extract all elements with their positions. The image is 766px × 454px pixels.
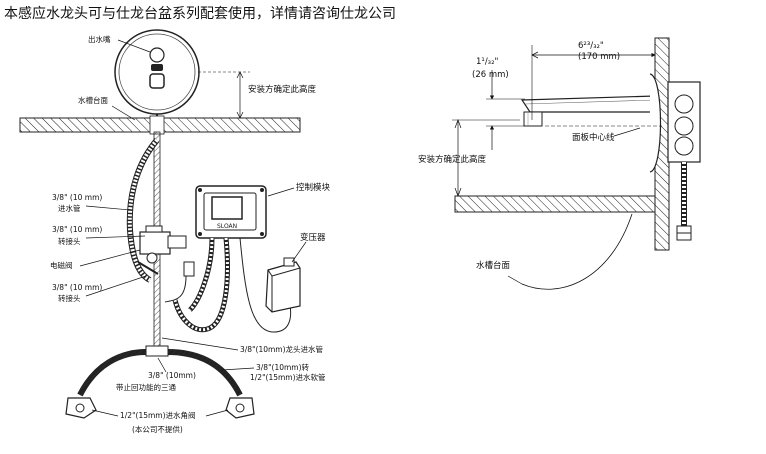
adapter1-label-2: 转接头 bbox=[58, 236, 81, 246]
counter-label-right: 水槽台面 bbox=[476, 260, 511, 271]
dim-width-mm-label: (170 mm) bbox=[578, 52, 620, 62]
transformer-label: 变压器 bbox=[300, 232, 326, 243]
adapter-soft-label-1: 3/8"(10mm)转 bbox=[256, 362, 310, 372]
solenoid-label: 电磁阀 bbox=[50, 260, 73, 270]
solenoid-valve bbox=[137, 225, 187, 275]
brand-label: SLOAN bbox=[217, 223, 237, 230]
centerline-label: 面板中心线 bbox=[572, 132, 615, 143]
adapter1-label-1: 3/8" (10 mm) bbox=[52, 225, 102, 234]
angle-valve-label-1: 1/2"(15mm)进水角阀 bbox=[120, 410, 196, 420]
adapter2-label-2: 转接头 bbox=[58, 293, 81, 303]
adapter2-label-1: 3/8" (10 mm) bbox=[52, 283, 102, 292]
install-height-label-right: 安装方确定此高度 bbox=[418, 154, 487, 165]
counter-slab-right bbox=[454, 195, 656, 213]
tee-label-1: 3/8" (10mm) bbox=[148, 371, 196, 380]
outlet-label: 出水嘴 bbox=[88, 34, 111, 44]
page-header: 本感应水龙头可与仕龙台盆系列配套使用，详情请咨询仕龙公司 bbox=[4, 6, 396, 22]
left-diagram: 出水嘴 安装方确定此高度 水槽台面 SLOAN bbox=[19, 29, 331, 434]
angle-valve-right bbox=[225, 397, 255, 419]
tee-label-2: 带止回功能的三通 bbox=[116, 382, 176, 392]
control-module-label: 控制模块 bbox=[296, 182, 331, 193]
dim-height-mm-label: (26 mm) bbox=[472, 70, 509, 80]
dim-height-label: 1¹/₃₂" bbox=[476, 57, 498, 67]
spout bbox=[520, 95, 656, 127]
dim-width-label: 6²³/₃₂" bbox=[578, 41, 604, 51]
inlet-tube-label-2: 进水管 bbox=[58, 203, 81, 213]
counter-label-left: 水槽台面 bbox=[78, 95, 108, 105]
angle-valve-label-2: (本公司不提供) bbox=[132, 424, 183, 434]
angle-valve-left bbox=[65, 397, 97, 419]
transformer bbox=[265, 257, 301, 313]
control-module: SLOAN bbox=[195, 185, 267, 239]
faucet-face bbox=[114, 29, 200, 118]
install-height-label-left: 安装方确定此高度 bbox=[248, 84, 317, 95]
inlet-tube-label-1: 3/8" (10 mm) bbox=[52, 193, 102, 202]
wall-plate bbox=[649, 73, 701, 173]
faucet-inlet-label: 3/8"(10mm)龙头进水管 bbox=[240, 344, 324, 354]
right-diagram: 6²³/₃₂" (170 mm) 1¹/₃₂" (26 mm) 面板中心线 安装… bbox=[418, 37, 701, 290]
adapter-soft-label-2: 1/2"(15mm)进水软管 bbox=[250, 372, 326, 382]
check-tee bbox=[145, 345, 169, 357]
